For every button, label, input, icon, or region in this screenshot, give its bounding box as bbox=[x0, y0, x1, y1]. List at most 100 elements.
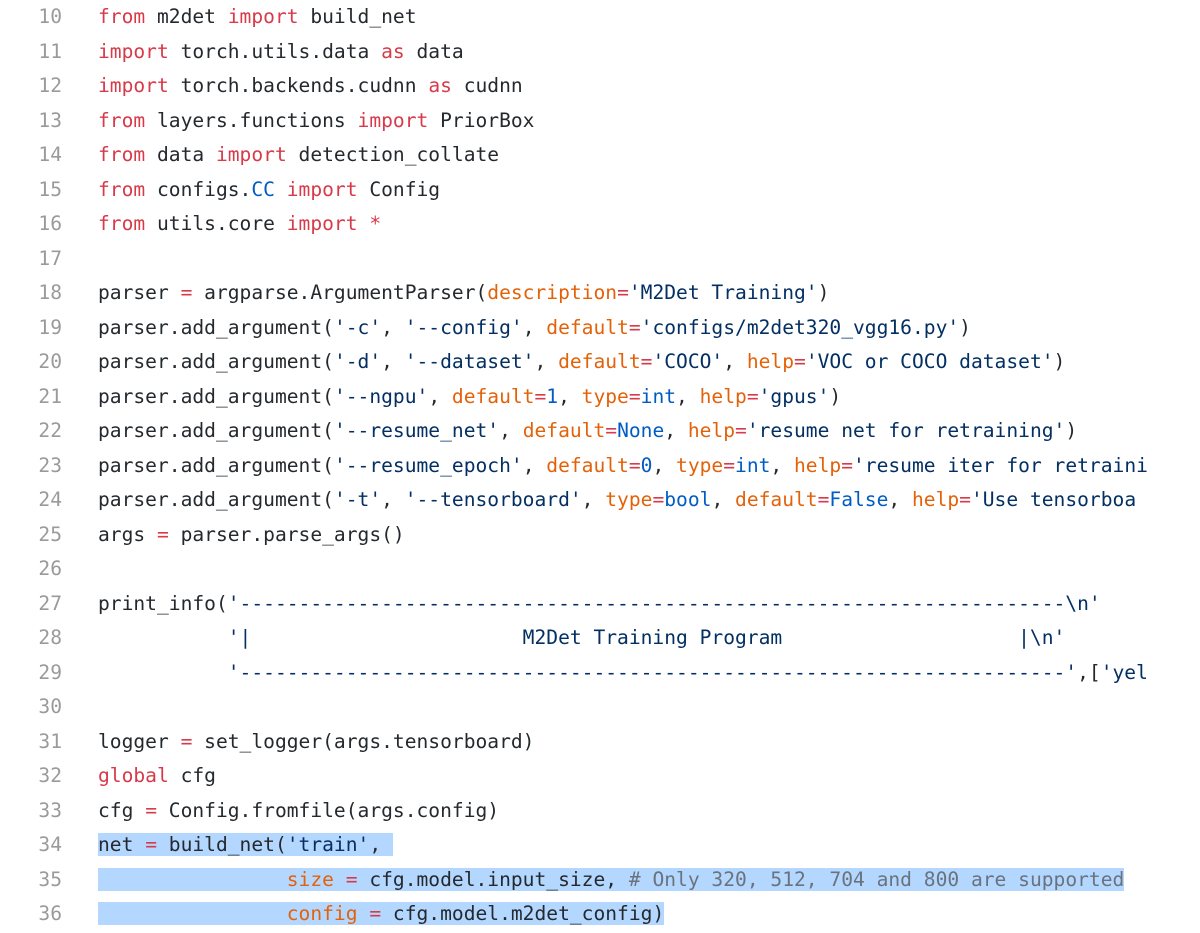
code-text: from configs.CC import Config bbox=[98, 173, 440, 208]
code-token: cfg.model.m2det_config) bbox=[381, 902, 665, 925]
code-token: set_logger(args.tensorboard) bbox=[192, 729, 535, 753]
code-token: 1 bbox=[546, 384, 559, 408]
code-token: args bbox=[98, 522, 157, 546]
code-token: 'configs/m2det320_vgg16.py' bbox=[640, 315, 960, 339]
code-token: parser.add_argument( bbox=[98, 315, 334, 339]
code-line[interactable]: 17 bbox=[0, 242, 1200, 277]
code-line[interactable]: 28 '| M2Det Training Program |\n' bbox=[0, 621, 1200, 656]
code-token: build_net( bbox=[156, 833, 287, 856]
code-token: from bbox=[98, 5, 146, 28]
code-token: = bbox=[145, 833, 157, 856]
code-token: '---------------------------------------… bbox=[227, 591, 1101, 615]
code-token: data bbox=[404, 39, 464, 63]
code-token: = bbox=[746, 384, 759, 408]
code-token: ) bbox=[829, 384, 842, 408]
code-line[interactable]: 30 bbox=[0, 690, 1200, 725]
code-text: global cfg bbox=[98, 759, 216, 794]
code-token: , bbox=[499, 419, 523, 442]
code-token bbox=[333, 867, 346, 891]
line-number: 28 bbox=[38, 626, 62, 649]
code-token: = bbox=[735, 419, 747, 442]
code-text: parser.add_argument('-t', '--tensorboard… bbox=[98, 483, 1136, 518]
code-text: import torch.utils.data as data bbox=[98, 35, 464, 70]
line-number: 10 bbox=[38, 5, 62, 28]
code-token: import bbox=[286, 212, 358, 235]
code-token: ) bbox=[817, 281, 830, 304]
line-number: 18 bbox=[38, 281, 62, 304]
code-token: parser.add_argument( bbox=[98, 488, 334, 511]
code-line[interactable]: 16 from utils.core import * bbox=[0, 207, 1200, 242]
code-token: import bbox=[215, 143, 287, 166]
code-token: build_net bbox=[298, 5, 417, 28]
code-token: PriorBox bbox=[428, 108, 535, 132]
code-token: = bbox=[145, 798, 157, 822]
code-token: parser.add_argument( bbox=[98, 419, 334, 442]
code-line[interactable]: 10 from m2det import build_net bbox=[0, 0, 1200, 35]
code-token: help bbox=[746, 350, 795, 373]
code-token: import bbox=[98, 74, 169, 97]
code-line[interactable]: 36 config = cfg.model.m2det_config) bbox=[0, 897, 1200, 932]
code-token: argparse.ArgumentParser( bbox=[192, 281, 488, 304]
code-text: '| M2Det Training Program |\n' bbox=[98, 621, 1066, 656]
code-line[interactable]: 35 size = cfg.model.input_size, # Only 3… bbox=[0, 863, 1200, 898]
code-token: '---------------------------------------… bbox=[227, 660, 1078, 684]
line-number: 16 bbox=[38, 212, 62, 235]
line-number: 26 bbox=[38, 557, 62, 580]
code-token: = bbox=[617, 281, 629, 304]
line-number: 36 bbox=[38, 902, 62, 925]
line-number: 13 bbox=[38, 108, 62, 132]
code-line[interactable]: 26 bbox=[0, 552, 1200, 587]
code-token: default bbox=[522, 419, 606, 442]
code-token: '--resume_net' bbox=[333, 419, 500, 442]
code-token: default bbox=[546, 315, 629, 339]
code-token: net bbox=[98, 833, 146, 856]
code-token: CC bbox=[251, 177, 275, 201]
line-number: 35 bbox=[38, 867, 62, 891]
code-text: config = cfg.model.m2det_config) bbox=[98, 897, 665, 932]
code-line[interactable]: 29 '------------------------------------… bbox=[0, 656, 1200, 691]
code-token: , bbox=[770, 453, 795, 477]
code-line[interactable]: 27 print_info('--------------------------… bbox=[0, 587, 1200, 622]
code-token: '--ngpu' bbox=[333, 384, 429, 408]
code-token bbox=[98, 661, 228, 684]
code-text: from utils.core import * bbox=[98, 207, 381, 242]
code-text: print_info('----------------------------… bbox=[98, 587, 1101, 622]
code-token: from bbox=[98, 108, 146, 132]
code-token: parser.add_argument( bbox=[98, 453, 334, 477]
code-token: detection_collate bbox=[286, 143, 500, 166]
code-token: = bbox=[180, 281, 193, 304]
line-number: 27 bbox=[38, 591, 62, 615]
code-token: as bbox=[381, 39, 405, 63]
code-text: logger = set_logger(args.tensorboard) bbox=[98, 725, 534, 760]
code-token: ) bbox=[959, 315, 971, 339]
code-token: = bbox=[605, 419, 618, 442]
code-token: cfg bbox=[98, 798, 146, 822]
code-token: 'gpus' bbox=[758, 384, 830, 408]
code-token: '| M2Det Training Program |\n' bbox=[227, 626, 1066, 649]
code-text: args = parser.parse_args() bbox=[98, 518, 405, 553]
code-text: from m2det import build_net bbox=[98, 0, 417, 35]
code-text: parser.add_argument('-c', '--config', de… bbox=[98, 311, 971, 346]
code-text: parser.add_argument('--resume_net', defa… bbox=[98, 414, 1077, 449]
code-token: , bbox=[428, 384, 452, 408]
line-number: 23 bbox=[38, 453, 62, 477]
code-token: import bbox=[357, 108, 429, 132]
